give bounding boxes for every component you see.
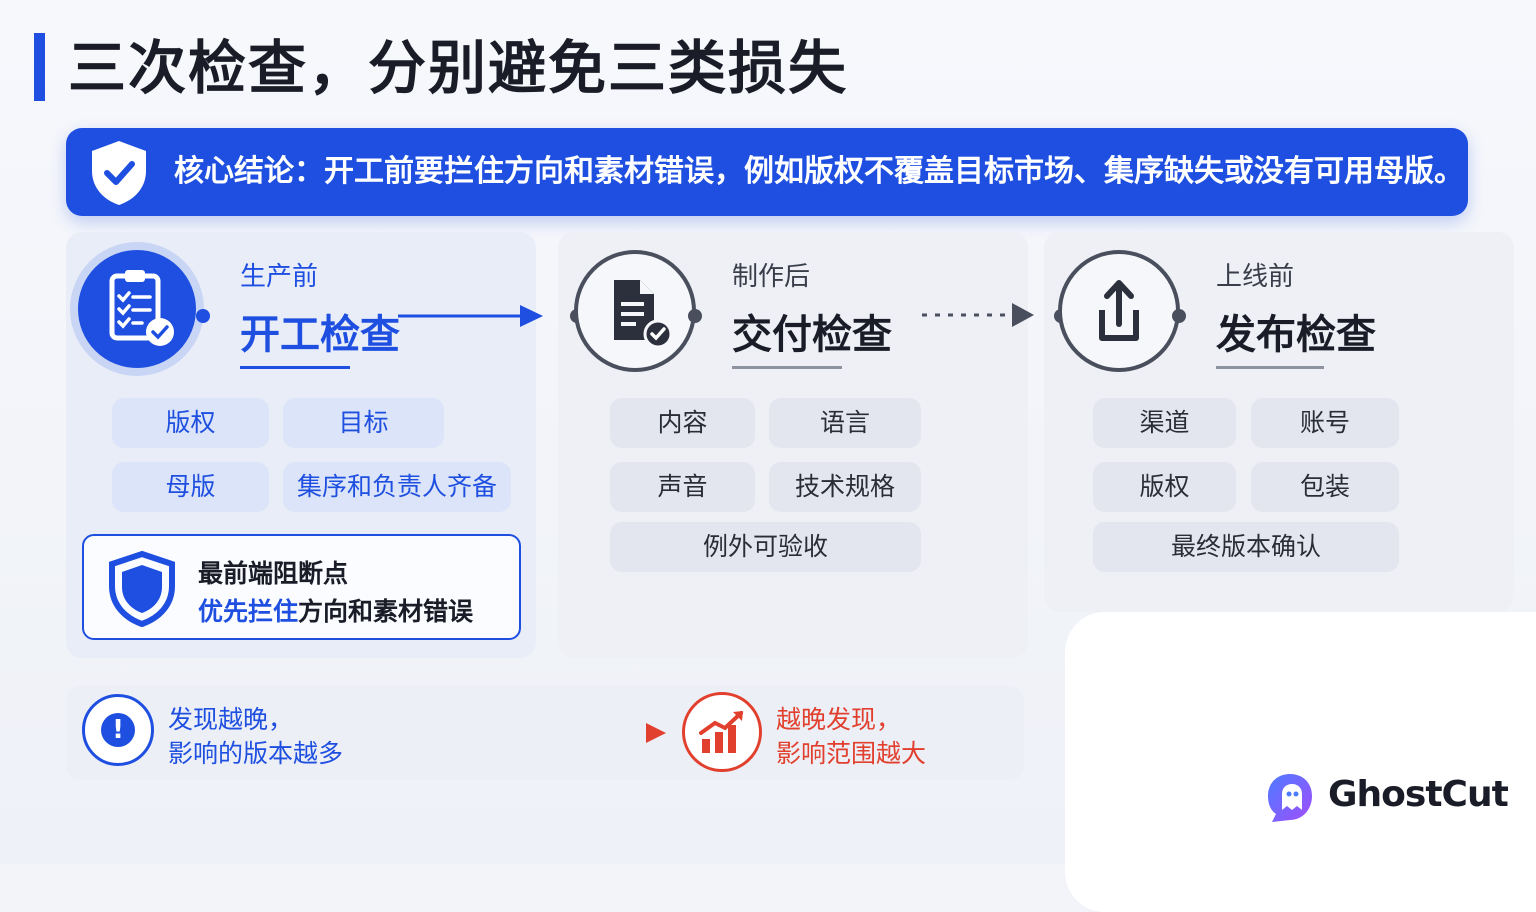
brand-name: GhostCut (1328, 774, 1509, 815)
rising-chart-icon (682, 692, 762, 772)
banner-text: 核心结论：开工前要拦住方向和素材错误，例如版权不覆盖目标市场、集序缺失或没有可用… (174, 154, 1464, 189)
exclamation-icon: ! (82, 694, 154, 766)
tag-release-copyright: 版权 (1093, 462, 1236, 512)
stage-release-phase: 上线前 (1216, 262, 1295, 292)
page-title: 三次检查，分别避免三类损失 (68, 34, 849, 102)
tag-account: 账号 (1251, 398, 1399, 448)
impact-warning-bar (66, 686, 1024, 780)
tag-episode-owner: 集序和负责人齐备 (283, 462, 511, 512)
stage-start-circle (70, 242, 204, 376)
stage-release-circle (1058, 250, 1180, 372)
shield-check-icon (92, 141, 146, 205)
note-title: 最前端阻断点 (198, 559, 349, 588)
rising-chart-graphic (699, 711, 743, 753)
stage-delivery-phase: 制作后 (732, 262, 811, 292)
conclusion-banner: 核心结论：开工前要拦住方向和素材错误，例如版权不覆盖目标市场、集序缺失或没有可用… (66, 128, 1468, 216)
stage-start-phase: 生产前 (240, 262, 319, 292)
corner-card (1065, 612, 1536, 912)
warning-left-line1: 发现越晚， (168, 705, 294, 734)
clipboard-check-icon (109, 270, 174, 346)
tag-target: 目标 (283, 398, 444, 448)
document-check-icon (614, 280, 673, 349)
arrow-start-to-delivery (398, 305, 543, 327)
stage-start-underline (240, 366, 350, 369)
warning-left-line2: 影响的版本越多 (168, 739, 344, 768)
stage-release-underline (1216, 366, 1324, 369)
tag-master: 母版 (112, 462, 269, 512)
stage-release-name: 发布检查 (1216, 312, 1376, 358)
tag-content: 内容 (610, 398, 755, 448)
stage-delivery-node-right (688, 309, 702, 323)
note-body: 优先拦住方向和素材错误 (198, 592, 473, 628)
stage-delivery-name: 交付检查 (732, 312, 892, 358)
exclamation-mark: ! (101, 713, 135, 747)
ghost-logo-icon (1268, 774, 1312, 822)
stage-start-node (196, 309, 210, 323)
shield-icon (109, 550, 175, 628)
escalation-dotted-arrow (367, 723, 666, 743)
tag-packaging: 包装 (1251, 462, 1399, 512)
title-accent-bar (34, 33, 45, 101)
stage-start-name: 开工检查 (240, 312, 400, 358)
tag-copyright: 版权 (112, 398, 269, 448)
stage-release-node-right (1172, 309, 1186, 323)
tag-final-version: 最终版本确认 (1093, 522, 1399, 572)
tag-channel: 渠道 (1093, 398, 1236, 448)
tag-tech-spec: 技术规格 (769, 462, 921, 512)
stage-delivery-circle (574, 250, 696, 372)
stage-delivery-underline (732, 366, 842, 369)
blocking-point-note: 最前端阻断点 优先拦住方向和素材错误 (82, 534, 521, 640)
upload-icon (1099, 280, 1139, 341)
tag-exception-accept: 例外可验收 (610, 522, 921, 572)
arrow-delivery-to-release (922, 303, 1034, 327)
note-rest: 方向和素材错误 (298, 597, 474, 626)
warning-right-line2: 影响范围越大 (776, 739, 927, 768)
warning-right-line1: 越晚发现， (776, 705, 902, 734)
tag-sound: 声音 (610, 462, 755, 512)
tag-language: 语言 (769, 398, 921, 448)
note-highlight: 优先拦住 (198, 597, 299, 626)
